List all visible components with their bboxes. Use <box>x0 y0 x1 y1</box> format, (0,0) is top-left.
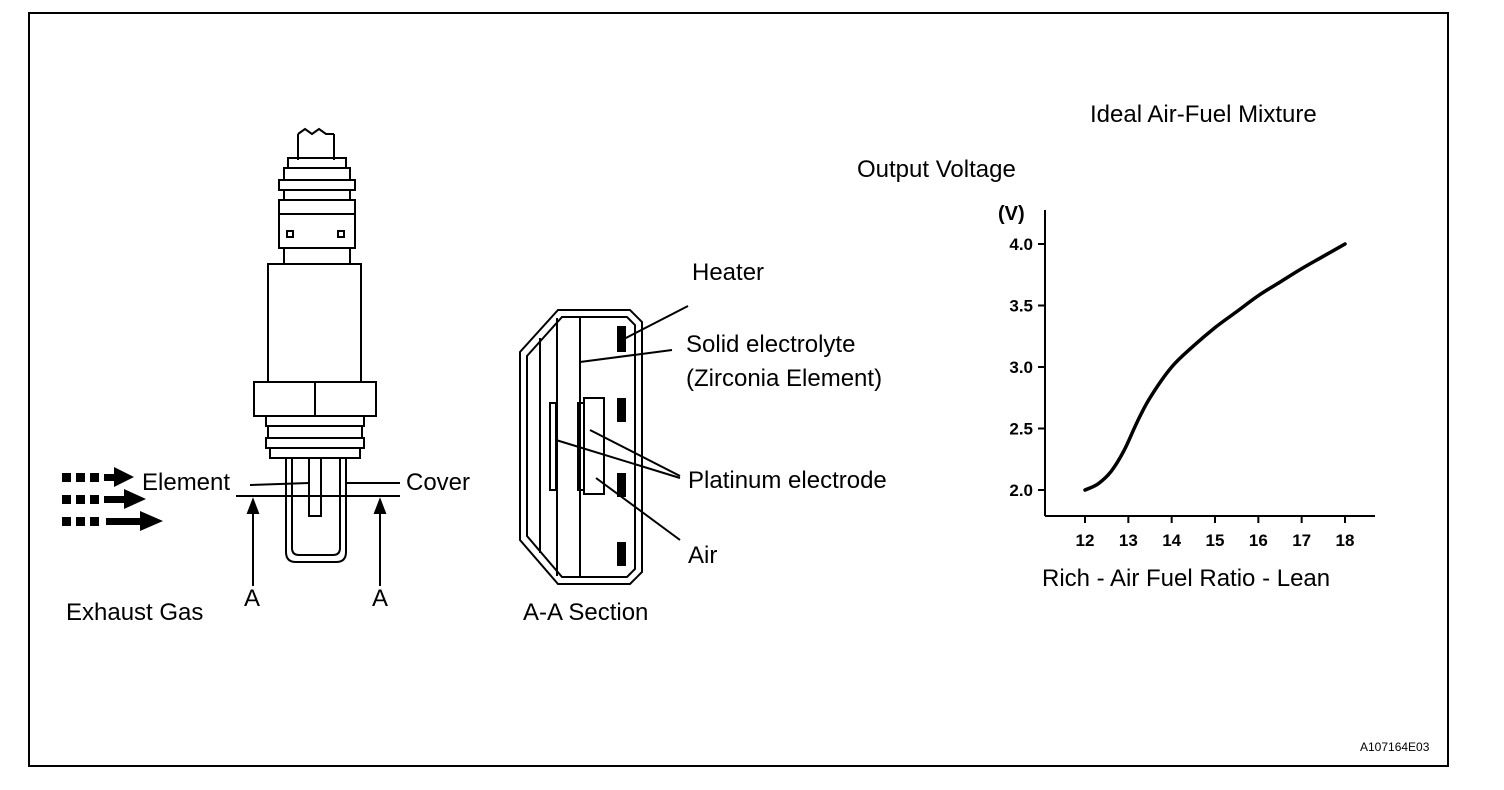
x-tick-label: 18 <box>1336 531 1355 550</box>
y-tick-label: 2.5 <box>1009 420 1033 439</box>
x-tick-label: 12 <box>1076 531 1095 550</box>
chart-title: Ideal Air-Fuel Mixture <box>1090 101 1317 128</box>
figure-code: A107164E03 <box>1360 740 1430 754</box>
air-label: Air <box>688 542 717 569</box>
section-mark-right: A <box>372 585 388 612</box>
exhaust-flow-arrows <box>62 467 163 531</box>
heater-label: Heater <box>692 259 764 286</box>
y-tick-label: 4.0 <box>1009 235 1033 254</box>
chart-y-unit: (V) <box>998 203 1025 225</box>
x-tick-label: 14 <box>1162 531 1181 550</box>
x-tick-label: 13 <box>1119 531 1138 550</box>
x-tick-label: 17 <box>1292 531 1311 550</box>
platinum-electrode-label: Platinum electrode <box>688 467 887 494</box>
section-arrows <box>246 497 387 586</box>
figure-frame <box>28 12 1449 767</box>
heater-elements <box>617 326 626 566</box>
element-label: Element <box>142 469 230 496</box>
y-tick-label: 2.0 <box>1009 481 1033 500</box>
section-title: A-A Section <box>523 599 648 626</box>
x-tick-label: 16 <box>1249 531 1268 550</box>
voltage-curve <box>1083 242 1347 492</box>
zirconia-element-label: (Zirconia Element) <box>686 365 882 392</box>
output-voltage-chart: Ideal Air-Fuel Mixture Output Voltage (V… <box>857 101 1375 592</box>
x-tick-label: 15 <box>1206 531 1225 550</box>
chart-y-label: Output Voltage <box>857 156 1016 183</box>
oxygen-sensor-drawing <box>236 127 400 563</box>
cover-label: Cover <box>406 469 470 496</box>
y-tick-label: 3.5 <box>1009 297 1033 316</box>
y-tick-label: 3.0 <box>1009 358 1033 377</box>
chart-x-label: Rich - Air Fuel Ratio - Lean <box>1042 565 1330 592</box>
exhaust-gas-label: Exhaust Gas <box>66 599 203 626</box>
section-leader-lines <box>555 305 689 541</box>
solid-electrolyte-label: Solid electrolyte <box>686 331 855 358</box>
section-mark-left: A <box>244 585 260 612</box>
